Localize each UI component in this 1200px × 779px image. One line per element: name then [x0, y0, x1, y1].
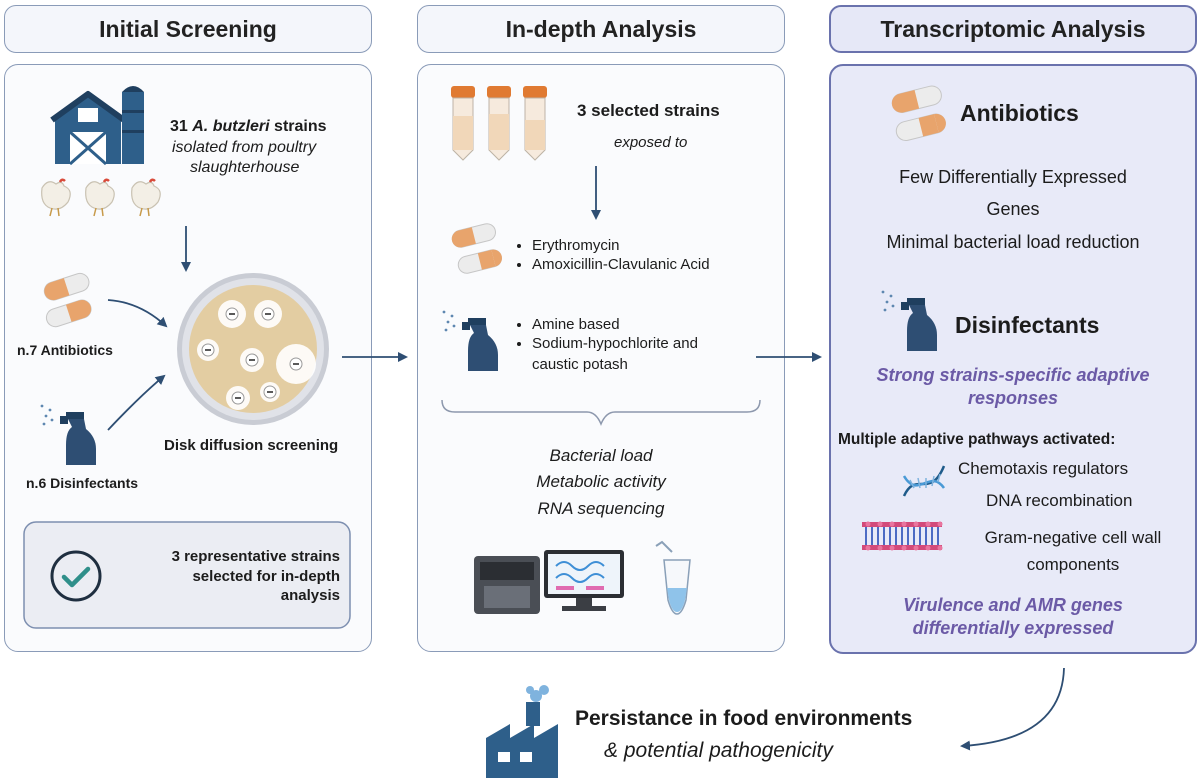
- chicken-icon: [41, 178, 71, 217]
- pills-icon: [451, 223, 502, 274]
- petri-dish-icon: [177, 273, 329, 425]
- spray-bottle-icon: [442, 310, 498, 371]
- disinfectants-count-label: n.6 Disinfectants: [26, 475, 139, 491]
- disk-diffusion-label: Disk diffusion screening: [164, 437, 339, 454]
- arrow-curved-icon: [960, 667, 1065, 751]
- strains-word: strains: [274, 118, 327, 135]
- header-initial-label: Initial Screening: [99, 15, 277, 42]
- virulence-line-1: Virulence and AMR genes: [903, 595, 1123, 615]
- pills-icon: [43, 272, 92, 328]
- selected-strains-text: 3 representative strains selected for in…: [108, 547, 340, 606]
- virulence-line-2: differentially expressed: [912, 618, 1114, 639]
- antibiotics-title: Antibiotics: [960, 100, 1079, 126]
- antibiotics-result-line: Few Differentially Expressed: [899, 167, 1127, 187]
- antibiotics-count-label: n.7 Antibiotics: [17, 342, 113, 358]
- disinfectant-item: Amine based: [532, 316, 698, 335]
- chicken-icon: [85, 178, 115, 217]
- selected-strains-title: 3 selected strains: [577, 101, 720, 120]
- disinfectant-item-continued: caustic potash: [532, 356, 628, 373]
- virulence-text: Virulence and AMR genes differentially e…: [829, 594, 1197, 641]
- measure-item: Metabolic activity: [536, 472, 666, 492]
- header-initial-screening: Initial Screening: [4, 5, 372, 53]
- strains-line: 31 A. butzleri strains: [170, 117, 327, 137]
- arrow-icon: [107, 299, 168, 328]
- measures-list: Bacterial load Metabolic activity RNA se…: [417, 443, 785, 522]
- header-indepth-analysis: In-depth Analysis: [417, 5, 785, 53]
- disinfectants-title: Disinfectants: [955, 312, 1100, 338]
- gram-line-1: Gram-negative cell wall: [984, 528, 1162, 547]
- header-indepth-label: In-depth Analysis: [505, 15, 697, 42]
- antibiotic-item: Amoxicillin-Clavulanic Acid: [532, 256, 710, 275]
- outcome-line-2: & potential pathogenicity: [604, 739, 833, 762]
- spray-bottle-icon: [881, 290, 937, 351]
- selected-line-3: analysis: [280, 587, 340, 604]
- chicken-icon: [131, 178, 161, 217]
- arrow-icon: [107, 374, 166, 431]
- panel-transcriptomic-analysis: [829, 64, 1197, 654]
- strains-species: A. butzleri: [192, 118, 270, 135]
- sequencer-icon: [474, 550, 624, 614]
- exposed-to-label: exposed to: [614, 134, 688, 151]
- strong-line-1: Strong strains-specific adaptive: [876, 365, 1150, 385]
- selected-strains-box: [23, 521, 351, 629]
- strains-count: 31: [170, 118, 188, 135]
- dna-icon: [902, 465, 946, 497]
- disinfectant-item: Sodium-hypochlorite and: [532, 335, 698, 354]
- gram-line-2: components: [1026, 555, 1120, 575]
- chemotaxis-label: Chemotaxis regulators: [958, 459, 1129, 478]
- antibiotics-results: Few Differentially Expressed Genes Minim…: [829, 161, 1197, 258]
- dna-recombination-label: DNA recombination: [986, 491, 1133, 510]
- barn-icon: [50, 86, 144, 166]
- disinfectants-list: Amine based Sodium-hypochlorite and: [514, 316, 698, 354]
- antibiotics-result-line: Minimal bacterial load reduction: [886, 231, 1140, 252]
- isolated-line-2: slaughterhouse: [190, 159, 300, 176]
- selected-line-1: 3 representative strains: [171, 548, 340, 565]
- pathways-heading: Multiple adaptive pathways activated:: [838, 431, 1116, 448]
- strong-line-2: responses: [967, 388, 1059, 409]
- gram-negative-label: Gram-negative cell wall components: [954, 524, 1192, 578]
- isolated-line-1: isolated from poultry: [172, 139, 317, 156]
- test-tubes-icon: [451, 86, 547, 161]
- header-transcriptomic-label: Transcriptomic Analysis: [880, 15, 1146, 42]
- antibiotics-result-line: Genes: [986, 199, 1040, 220]
- antibiotic-item: Erythromycin: [532, 237, 710, 256]
- measure-item: RNA sequencing: [537, 498, 665, 518]
- selected-line-2: selected for in-depth: [192, 567, 340, 585]
- membrane-icon: [862, 521, 943, 551]
- header-transcriptomic-analysis: Transcriptomic Analysis: [829, 5, 1197, 53]
- antibiotics-list: Erythromycin Amoxicillin-Clavulanic Acid: [514, 237, 710, 275]
- checkmark-circle-icon: [50, 550, 102, 602]
- pills-icon: [891, 85, 946, 142]
- spray-bottle-icon: [40, 404, 96, 465]
- factory-icon: [486, 685, 558, 778]
- strong-responses-text: Strong strains-specific adaptive respons…: [829, 364, 1197, 411]
- brace-icon: [441, 399, 761, 426]
- outcome-line-1: Persistance in food environments: [575, 707, 913, 730]
- measure-item: Bacterial load: [549, 446, 653, 465]
- tube-icon: [655, 540, 691, 615]
